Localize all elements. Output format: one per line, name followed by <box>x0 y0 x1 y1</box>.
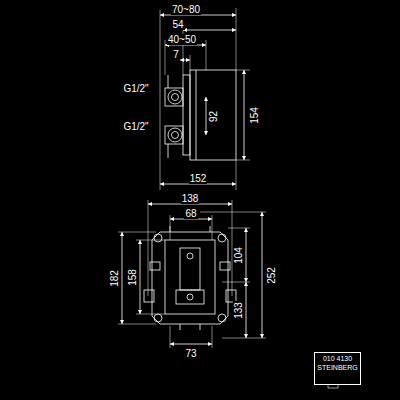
part-number: 010 4130 <box>317 354 358 363</box>
thread-label: G1/2" <box>122 121 149 132</box>
dimension-value: 70~80 <box>171 4 201 15</box>
dimension-value: 252 <box>266 266 277 285</box>
title-block: 010 4130STEINBERG <box>314 352 361 385</box>
dimension-value: 68 <box>184 208 197 219</box>
front-view-frame <box>144 226 236 330</box>
dimension-value: 92 <box>209 109 220 122</box>
dimension-value: 104 <box>233 246 244 265</box>
side-view-box <box>165 70 236 160</box>
dimension-value: 133 <box>233 301 244 320</box>
dimension-value: 152 <box>189 173 208 184</box>
dimension-value: 7 <box>172 49 180 60</box>
dimension-value: 182 <box>109 269 120 288</box>
thread-label: G1/2" <box>122 83 149 94</box>
dimension-lines <box>122 15 262 344</box>
brand-name: STEINBERG <box>317 363 358 372</box>
dimension-value: 54 <box>171 19 184 30</box>
dimension-value: 138 <box>181 193 200 204</box>
dimension-value: 40~50 <box>167 34 197 45</box>
extension-lines <box>118 8 266 348</box>
dimension-value: 73 <box>184 348 197 359</box>
dimension-value: 158 <box>127 268 138 287</box>
dimension-value: 154 <box>249 106 260 125</box>
